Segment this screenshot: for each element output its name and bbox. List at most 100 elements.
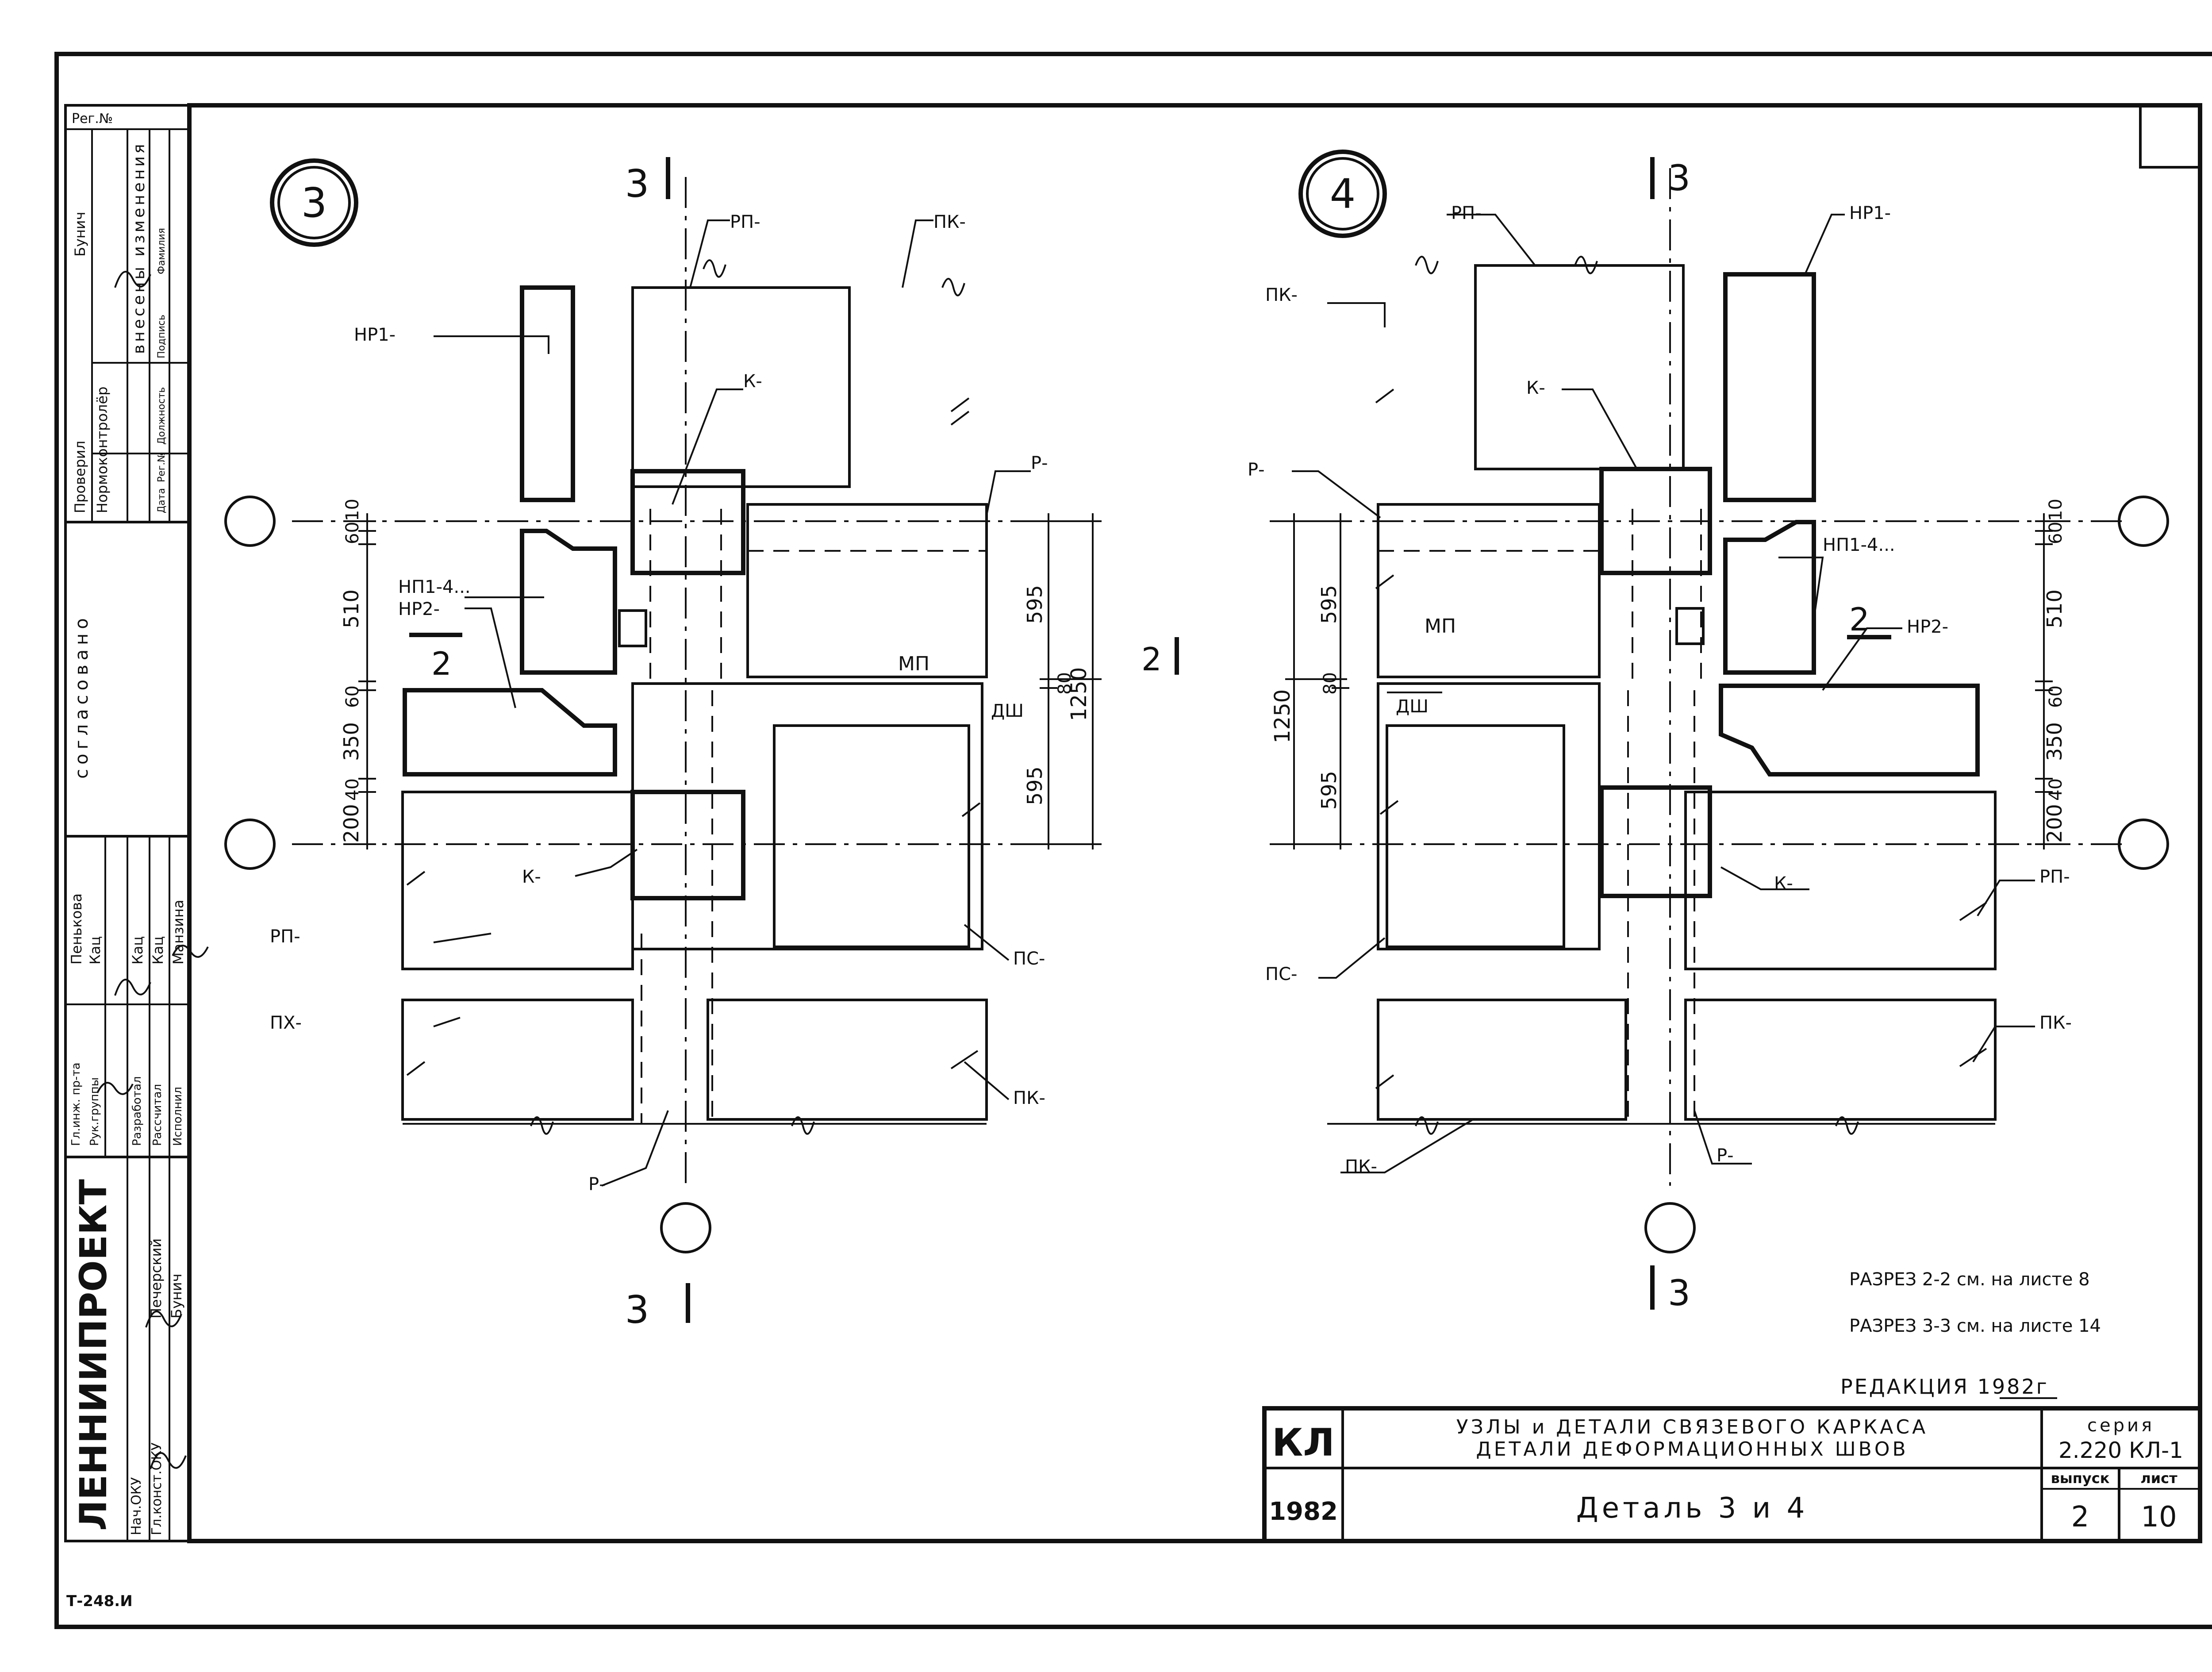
detail-4-girder-lower xyxy=(1377,682,1601,950)
detail-3-cut-side: 2 xyxy=(431,645,452,682)
role-executed: Исполнил xyxy=(171,1087,184,1146)
detail-3-badge-inner xyxy=(277,166,351,239)
detail-3-cut-bottom: 3 xyxy=(625,1288,649,1332)
detail-4-badge-number: 4 xyxy=(1330,170,1356,218)
detail-3-dim-right-3: 595 xyxy=(1023,766,1047,805)
detail-4-dim-right-0: 10 xyxy=(2046,499,2066,521)
detail-4-label-pk-bottom: ПК- xyxy=(1345,1157,1377,1177)
detail-3-label-np: НП1-4... xyxy=(398,577,471,597)
detail-4-badge-inner xyxy=(1306,157,1379,231)
detail-4-dim-right-3: 60 xyxy=(2046,685,2066,708)
detail-4-girder-top xyxy=(1474,264,1685,470)
detail-4-bracket xyxy=(1675,607,1705,645)
detail-3-dim-right-1: 80 xyxy=(1055,672,1075,695)
tb-issue-value: 2 xyxy=(2071,1501,2089,1534)
detail-3-panel-nr2 xyxy=(403,688,617,776)
name-calculated: Кац xyxy=(150,936,166,965)
detail-3-badge-outer xyxy=(270,158,358,247)
signature-marks xyxy=(96,271,209,1469)
detail-4-label-nr1: НР1- xyxy=(1849,203,1891,223)
detail-4: 4 3 3 2 РП- НР1- ПК- xyxy=(1248,150,2169,1314)
detail-4-label-rp-right: РП- xyxy=(2039,867,2070,887)
tb-subtitle: Деталь 3 и 4 xyxy=(1576,1492,1809,1525)
detail-4-label-r-bottom: Р- xyxy=(1717,1145,1734,1166)
detail-3-girder-top xyxy=(631,286,851,488)
note-edition: РЕДАКЦИЯ 1982г xyxy=(1840,1375,2049,1399)
detail-3-label-nr2: НР2- xyxy=(398,599,440,619)
detail-3-dim-left-2: 510 xyxy=(339,589,363,628)
changes-col-position: Должность xyxy=(156,387,167,445)
detail-4-slab-left-bottom xyxy=(1377,999,1627,1121)
detail-3-dim-left-1: 60 xyxy=(342,522,363,544)
detail-4-opening-ps xyxy=(1386,724,1565,948)
head-chief-designer: Гл.конст.ОКУ xyxy=(149,1442,165,1535)
detail-3-badge-number: 3 xyxy=(301,179,327,227)
detail-3-dim-left-4: 350 xyxy=(339,722,363,761)
tb-kl: КЛ xyxy=(1272,1421,1335,1465)
corner-box xyxy=(2139,104,2201,169)
detail-3-label-px: ПХ- xyxy=(270,1013,302,1033)
detail-3-label-rp-lower: РП- xyxy=(270,926,300,947)
tb-title-line-1: УЗЛЫ и ДЕТАЛИ СВЯЗЕВОГО КАРКАСА xyxy=(1456,1416,1928,1438)
name-chief-engineer: Пенькова xyxy=(68,893,85,965)
name-developed: Кац xyxy=(129,936,146,965)
detail-3-leaders xyxy=(433,219,1031,1187)
detail-3-label-r-upper: Р- xyxy=(1031,453,1048,473)
detail-3-opening-ps xyxy=(773,724,970,948)
org-name: ЛЕННИИПРОЕКТ xyxy=(72,1179,115,1531)
head-oku: Нач.ОКУ xyxy=(129,1477,144,1535)
check-row-2: Нормоконтролёр xyxy=(94,387,111,513)
detail-4-label-k-lower: К- xyxy=(1774,873,1793,894)
detail-4-slab-right-bottom xyxy=(1684,999,1997,1121)
detail-3-panel-nr1 xyxy=(520,285,575,502)
detail-3-label-mp: МП xyxy=(898,653,929,675)
role-chief-engineer: Гл.инж. пр-та xyxy=(69,1062,83,1146)
detail-3: 3 3 3 2 xyxy=(224,157,1102,1332)
detail-4-badge-outer xyxy=(1298,150,1387,238)
detail-4-label-ps: ПС- xyxy=(1265,964,1297,984)
section-marker-mid: 2 xyxy=(1141,641,1162,678)
detail-4-dim-right-4: 350 xyxy=(2043,722,2066,761)
detail-4-dim-left-0: 595 xyxy=(1317,585,1341,624)
reg-no-label: Рег.№ xyxy=(72,111,113,127)
tb-series-value: 2.220 КЛ-1 xyxy=(2058,1438,2183,1463)
detail-3-label-pk-bottom: ПК- xyxy=(1013,1088,1045,1108)
detail-4-dim-right-1: 60 xyxy=(2046,522,2066,544)
detail-4-break-marks xyxy=(1375,256,1987,1135)
name-group-head: Кац xyxy=(87,936,104,965)
agreed-label: согласовано xyxy=(72,614,92,779)
check-row-1: Проверил xyxy=(72,441,88,513)
detail-4-cut-bottom: 3 xyxy=(1668,1272,1690,1314)
detail-4-label-np: НП1-4... xyxy=(1823,535,1895,555)
detail-3-label-pk-top: ПК- xyxy=(933,212,966,232)
note-section-2-2: РАЗРЕЗ 2-2 см. на листе 8 xyxy=(1849,1269,2090,1290)
detail-4-label-rp-top: РП- xyxy=(1451,203,1482,223)
detail-4-axis-bubble-upper xyxy=(2118,496,2169,547)
detail-3-panel-np xyxy=(520,529,617,675)
role-calculated: Рассчитал xyxy=(151,1084,164,1146)
tb-sheet-value: 10 xyxy=(2141,1501,2177,1534)
title-block: КЛ 1982 УЗЛЫ и ДЕТАЛИ СВЯЗЕВОГО КАРКАСА … xyxy=(1262,1406,2202,1543)
detail-3-dim-right-2: 1250 xyxy=(1067,667,1091,721)
detail-4-floor-slab-mp xyxy=(1377,503,1601,678)
detail-4-dim-right-6: 200 xyxy=(2043,804,2066,843)
detail-4-panel-nr2 xyxy=(1719,684,1980,776)
detail-4-column-upper xyxy=(1599,467,1712,575)
detail-3-dim-left-6: 200 xyxy=(339,804,363,843)
head-name-2: Бунич xyxy=(168,1273,185,1318)
tb-series-label: серия xyxy=(2087,1415,2154,1436)
detail-4-leaders xyxy=(1292,214,2035,1173)
detail-3-column-lower xyxy=(630,790,745,900)
tb-issue-label: выпуск xyxy=(2051,1470,2110,1487)
left-stamp: Рег.№ Проверил Нормоконтролёр Бунич внес… xyxy=(64,104,209,1542)
detail-4-label-nr2: НР2- xyxy=(1907,617,1948,637)
detail-4-dim-left-1: 80 xyxy=(1320,672,1340,695)
detail-4-dim-left-2: 1250 xyxy=(1270,689,1295,743)
detail-4-label-pk-right: ПК- xyxy=(2039,1013,2072,1033)
tb-title-line-2: ДЕТАЛИ ДЕФОРМАЦИОННЫХ ШВОВ xyxy=(1476,1438,1908,1461)
detail-3-slab-px xyxy=(401,999,634,1121)
detail-3-column-upper xyxy=(630,469,745,575)
detail-3-axis-bubble-bottom xyxy=(660,1202,711,1253)
detail-4-label-k-upper: К- xyxy=(1526,378,1545,398)
detail-3-dim-left-3: 60 xyxy=(342,685,363,708)
